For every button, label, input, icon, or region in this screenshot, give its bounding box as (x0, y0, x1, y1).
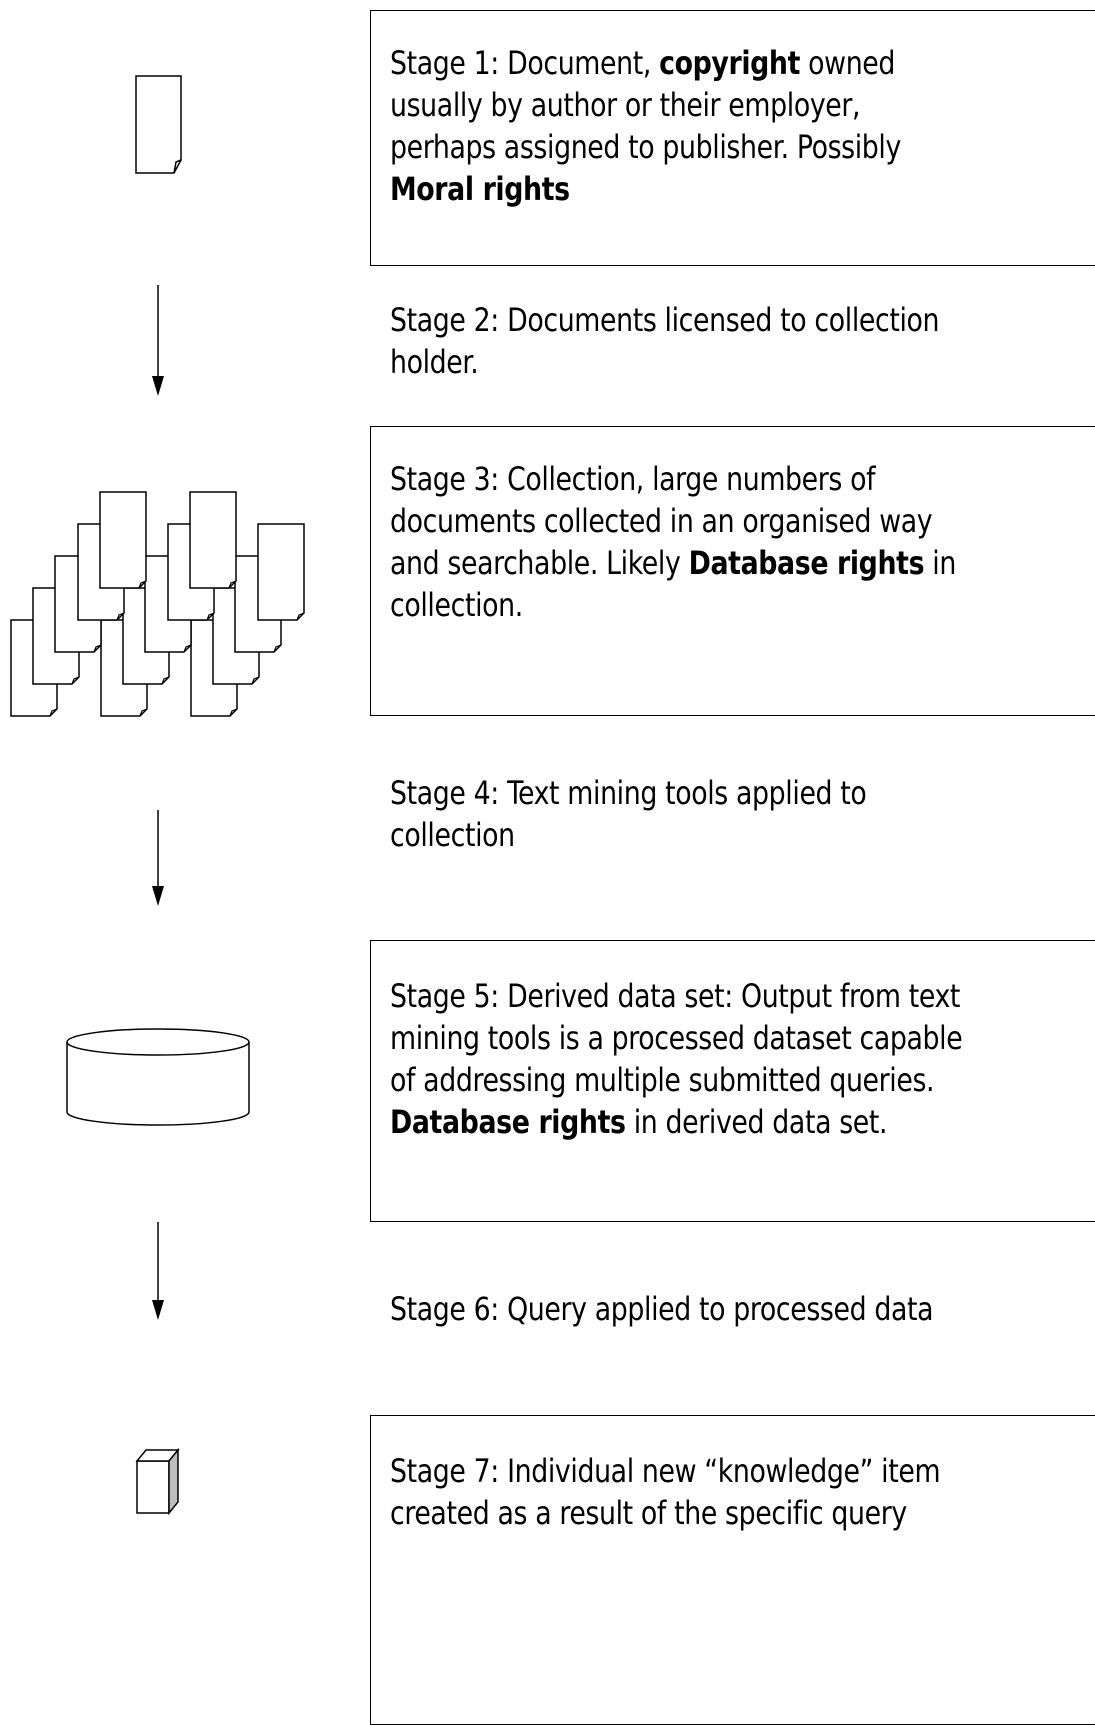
document-fold-mark (273, 644, 282, 653)
document-fold-mark (139, 708, 148, 717)
document-fold-mark (296, 612, 305, 621)
stage-5-text: Stage 5: Derived data set: Output from t… (390, 977, 963, 1141)
document-fold-mark (161, 676, 170, 685)
document-fold-mark (93, 644, 102, 653)
document-fold-mark (49, 708, 58, 717)
database-rights-term: Database rights (688, 544, 925, 582)
stacked-document-icon (99, 491, 147, 589)
stage-7-text: Stage 7: Individual new “knowledge” item… (390, 1452, 941, 1532)
document-fold-mark (71, 676, 80, 685)
document-fold-mark (206, 612, 215, 621)
document-fold-mark (183, 644, 192, 653)
stage-3-box (370, 426, 1095, 716)
stage-7-box (370, 1415, 1095, 1725)
down-arrow-icon (152, 810, 164, 906)
database-cylinder-icon (66, 1028, 250, 1126)
document-fold-mark (251, 676, 260, 685)
stage-1-text: Stage 1: Document, copyright owned usual… (390, 44, 901, 208)
document-fold-mark (229, 708, 238, 717)
document-stack-icon (10, 491, 305, 717)
copyright-term: copyright (659, 44, 801, 82)
stage-1-box (370, 10, 1095, 266)
document-icon (135, 75, 182, 174)
stage-3-text: Stage 3: Collection, large numbers of do… (390, 460, 956, 624)
document-fold-mark (116, 612, 125, 621)
stage-5-box (370, 940, 1095, 1222)
stacked-document-icon (257, 523, 305, 621)
cube-icon (135, 1447, 180, 1516)
stacked-document-icon (189, 491, 237, 589)
stage-6-text: Stage 6: Query applied to processed data (390, 1290, 934, 1328)
document-fold-mark (138, 580, 147, 589)
moral-rights-term: Moral rights (390, 170, 570, 208)
document-fold-mark (228, 580, 237, 589)
stage-4-text: Stage 4: Text mining tools applied to co… (390, 774, 867, 854)
down-arrow-icon (152, 1222, 164, 1320)
stage-2-text: Stage 2: Documents licensed to collectio… (390, 301, 940, 381)
down-arrow-icon (152, 285, 164, 396)
database-rights-term: Database rights (390, 1103, 626, 1141)
